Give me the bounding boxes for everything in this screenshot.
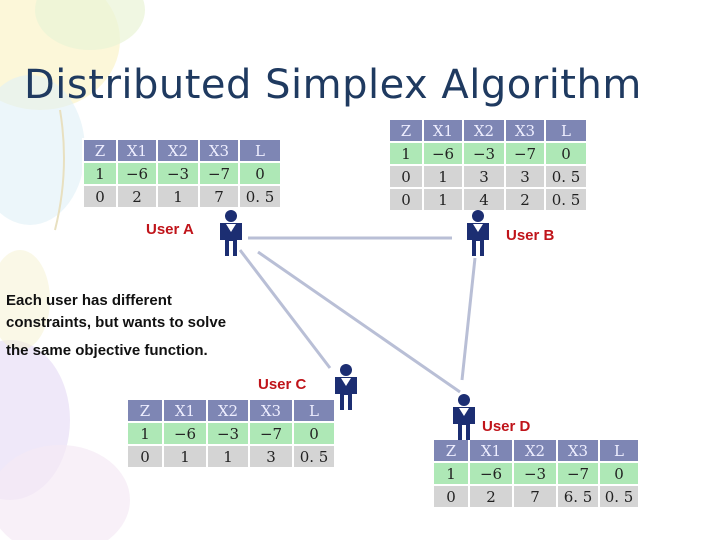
header-l: L (598, 438, 640, 463)
table-cell: −7 (248, 421, 294, 446)
table-cell: 1 (156, 184, 200, 209)
table-cell: 0 (292, 421, 336, 446)
table-cell: 7 (198, 184, 240, 209)
table-cell: −6 (116, 161, 158, 186)
user-d-label: User D (482, 418, 531, 435)
table-cell: 1 (82, 161, 118, 186)
table-cell: 1 (126, 421, 164, 446)
person-icon (467, 210, 489, 256)
header-z: Z (82, 138, 118, 163)
header-l: L (238, 138, 282, 163)
table-cell: 4 (462, 187, 506, 212)
table-cell: −6 (422, 141, 464, 166)
slide-title: Distributed Simplex Algorithm (24, 62, 642, 108)
header-x2: X2 (512, 438, 558, 463)
table-cell: 2 (504, 187, 546, 212)
table-cell: 1 (432, 461, 470, 486)
header-x3: X3 (504, 118, 546, 143)
table-row: 0 1 4 2 0. 5 (388, 187, 588, 212)
table-cell: −7 (198, 161, 240, 186)
link-a-d (257, 250, 461, 394)
table-cell: −7 (504, 141, 546, 166)
table-cell: 0. 5 (292, 444, 336, 469)
header-x1: X1 (162, 398, 208, 423)
table-cell: 1 (422, 164, 464, 189)
simplex-table-user-c: Z X1 X2 X3 L 1 −6 −3 −7 0 0 1 1 3 0. 5 (126, 398, 336, 469)
header-x1: X1 (422, 118, 464, 143)
user-b-label: User B (506, 227, 555, 244)
header-x1: X1 (468, 438, 514, 463)
table-cell: 1 (206, 444, 250, 469)
table-cell: 0 (388, 187, 424, 212)
table-cell: 3 (248, 444, 294, 469)
table-cell: 0 (432, 484, 470, 509)
header-x3: X3 (556, 438, 600, 463)
link-a-c (238, 249, 332, 369)
table-cell: 0. 5 (544, 187, 588, 212)
table-cell: 7 (512, 484, 558, 509)
table-cell: −3 (206, 421, 250, 446)
table-cell: 0 (544, 141, 588, 166)
table-cell: 3 (504, 164, 546, 189)
table-cell: 2 (468, 484, 514, 509)
table-row: 0 1 1 3 0. 5 (126, 444, 336, 469)
table-cell: 0. 5 (544, 164, 588, 189)
simplex-table-user-b: Z X1 X2 X3 L 1 −6 −3 −7 0 0 1 3 3 0. 5 0… (388, 118, 588, 212)
table-cell: −3 (512, 461, 558, 486)
header-x2: X2 (206, 398, 250, 423)
table-cell: 1 (422, 187, 464, 212)
header-x1: X1 (116, 138, 158, 163)
note-text: Each user has different constraints, but… (6, 290, 226, 362)
header-x2: X2 (462, 118, 506, 143)
table-cell: −3 (462, 141, 506, 166)
table-cell: 0 (598, 461, 640, 486)
table-cell: −6 (468, 461, 514, 486)
table-row: 1 −6 −3 −7 0 (82, 161, 282, 186)
table-cell: 3 (462, 164, 506, 189)
table-row: 0 2 1 7 0. 5 (82, 184, 282, 209)
table-cell: 0. 5 (238, 184, 282, 209)
header-x3: X3 (198, 138, 240, 163)
note-line: Each user has different (6, 292, 172, 309)
table-row: 0 2 7 6. 5 0. 5 (432, 484, 640, 509)
table-cell: −3 (156, 161, 200, 186)
person-icon (220, 210, 242, 256)
header-x2: X2 (156, 138, 200, 163)
simplex-table-user-d: Z X1 X2 X3 L 1 −6 −3 −7 0 0 2 7 6. 5 0. … (432, 438, 640, 509)
table-row: 1 −6 −3 −7 0 (388, 141, 588, 166)
table-cell: 0 (126, 444, 164, 469)
table-cell: 2 (116, 184, 158, 209)
table-cell: 0 (388, 164, 424, 189)
table-row: 1 −6 −3 −7 0 (432, 461, 640, 486)
user-a-label: User A (146, 221, 194, 238)
header-z: Z (126, 398, 164, 423)
table-cell: 0 (238, 161, 282, 186)
user-c-label: User C (258, 376, 307, 393)
header-z: Z (388, 118, 424, 143)
table-cell: 6. 5 (556, 484, 600, 509)
table-row: 1 −6 −3 −7 0 (126, 421, 336, 446)
header-z: Z (432, 438, 470, 463)
person-icon (335, 364, 357, 410)
table-cell: −7 (556, 461, 600, 486)
note-line: constraints, but wants to solve (6, 314, 227, 331)
header-l: L (292, 398, 336, 423)
table-cell: 1 (162, 444, 208, 469)
table-cell: 0 (82, 184, 118, 209)
table-cell: −6 (162, 421, 208, 446)
table-cell: 1 (388, 141, 424, 166)
header-l: L (544, 118, 588, 143)
link-b-d (460, 257, 477, 381)
simplex-table-user-a: Z X1 X2 X3 L 1 −6 −3 −7 0 0 2 1 7 0. 5 (82, 138, 282, 209)
person-icon (453, 394, 475, 440)
note-line: the same objective function. (6, 342, 208, 359)
header-x3: X3 (248, 398, 294, 423)
table-row: 0 1 3 3 0. 5 (388, 164, 588, 189)
table-cell: 0. 5 (598, 484, 640, 509)
